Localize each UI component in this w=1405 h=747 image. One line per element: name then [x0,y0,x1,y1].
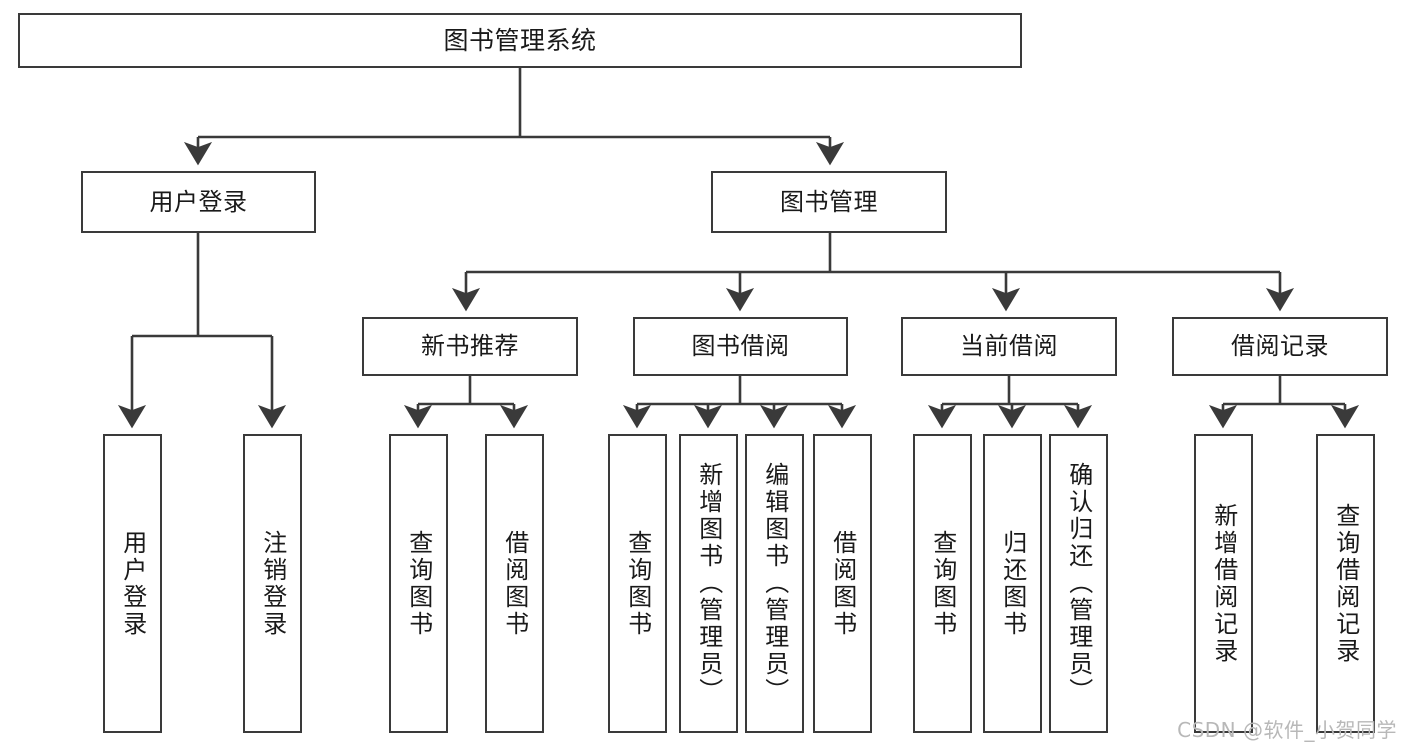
node-label: 图书借阅 [691,332,790,361]
node-book-management-system[interactable]: 图书管理系统 [18,13,1022,68]
node-user-login[interactable]: 用户登录 [81,171,316,233]
node-label: 当前借阅 [960,332,1058,361]
leaf-current-query-book[interactable]: 查询图书 [913,434,972,733]
node-label: 借阅图书 [828,529,857,638]
node-book-borrow[interactable]: 图书借阅 [633,317,848,376]
leaf-user-login-login[interactable]: 用户登录 [103,434,162,733]
leaf-recommend-query-book[interactable]: 查询图书 [389,434,448,733]
node-label: 查询图书 [928,529,957,638]
leaf-record-query-record[interactable]: 查询借阅记录 [1316,434,1375,733]
node-label: 新增图书（管理员） [694,462,723,705]
node-label: 图书管理 [780,187,878,216]
node-label: 用户登录 [118,529,147,638]
node-label: 注销登录 [258,529,287,638]
node-label: 编辑图书（管理员） [760,462,789,705]
node-label: 新增借阅记录 [1209,502,1238,665]
node-label: 图书管理系统 [443,25,597,55]
node-label: 新书推荐 [421,332,519,361]
leaf-borrow-edit-book-admin[interactable]: 编辑图书（管理员） [745,434,804,733]
node-label: 借阅记录 [1231,332,1329,361]
leaf-user-login-logout[interactable]: 注销登录 [243,434,302,733]
leaf-record-add-record[interactable]: 新增借阅记录 [1194,434,1253,733]
node-book-management[interactable]: 图书管理 [711,171,947,233]
node-current-borrow[interactable]: 当前借阅 [901,317,1117,376]
node-label: 确认归还（管理员） [1064,462,1093,705]
leaf-recommend-borrow-book[interactable]: 借阅图书 [485,434,544,733]
leaf-borrow-add-book-admin[interactable]: 新增图书（管理员） [679,434,738,733]
node-new-book-recommend[interactable]: 新书推荐 [362,317,578,376]
node-label: 查询借阅记录 [1331,502,1360,665]
leaf-current-confirm-return-admin[interactable]: 确认归还（管理员） [1049,434,1108,733]
node-borrow-record[interactable]: 借阅记录 [1172,317,1388,376]
node-label: 查询图书 [623,529,652,638]
leaf-borrow-borrow-book[interactable]: 借阅图书 [813,434,872,733]
node-label: 归还图书 [998,529,1027,638]
node-label: 用户登录 [149,187,248,216]
node-label: 借阅图书 [500,529,529,638]
leaf-current-return-book[interactable]: 归还图书 [983,434,1042,733]
leaf-borrow-query-book[interactable]: 查询图书 [608,434,667,733]
csdn-watermark: CSDN @软件_小贺同学 [1177,718,1397,742]
node-label: 查询图书 [404,529,433,638]
